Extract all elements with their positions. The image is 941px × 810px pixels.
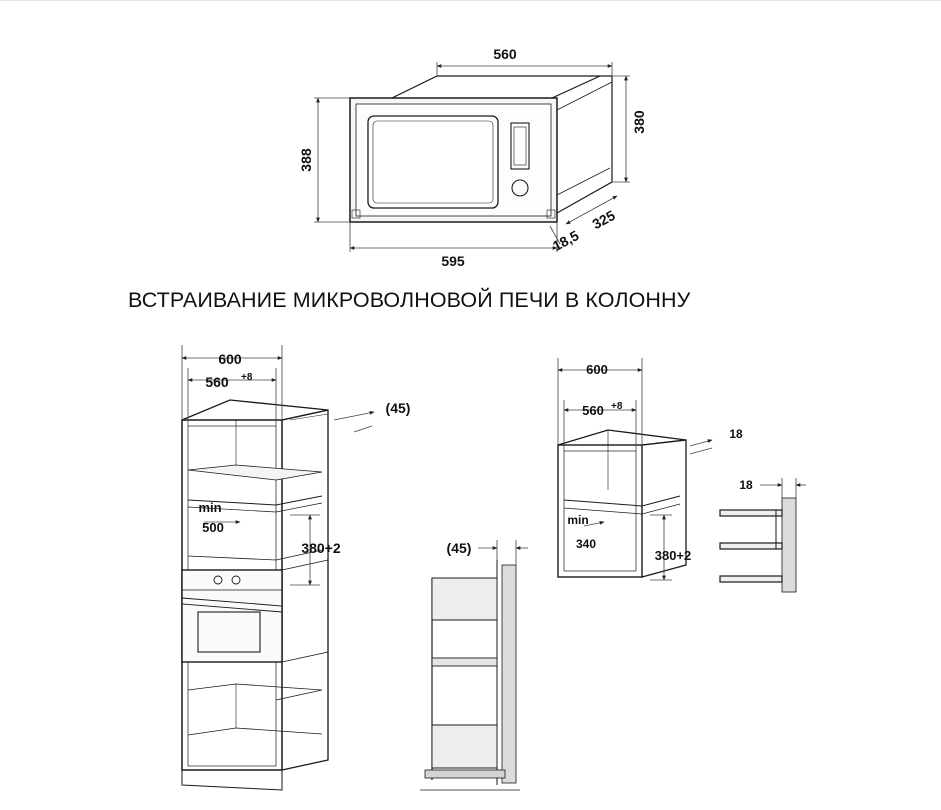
mw-width-bottom: 595 <box>441 253 465 269</box>
sb-panel-thickness: 18 <box>739 478 753 492</box>
microwave-drawing <box>349 75 613 223</box>
tall-column-dimension-lines <box>181 345 375 586</box>
side-bracket-dimension-lines <box>760 478 806 498</box>
tc-width-inner: 560 <box>205 374 229 390</box>
side-section-dimension-lines <box>478 540 528 565</box>
tall-column-drawing <box>181 399 329 791</box>
microwave-dimension-lines <box>314 62 630 252</box>
tc-back-gap: (45) <box>386 400 411 416</box>
mw-height-left: 388 <box>298 148 314 172</box>
mw-height-right: 380 <box>631 110 647 134</box>
tc-width-inner-tol: +8 <box>241 372 253 383</box>
wc-min-value: 340 <box>576 537 596 551</box>
wc-width-outer: 600 <box>586 362 608 377</box>
mw-width-top: 560 <box>493 46 517 62</box>
tc-min-label: min <box>198 500 221 515</box>
section-heading: ВСТРАИВАНИЕ МИКРОВОЛНОВОЙ ПЕЧИ В КОЛОННУ <box>128 288 691 312</box>
wc-width-inner: 560 <box>582 403 604 418</box>
tc-niche-height: 380+2 <box>301 540 341 556</box>
wc-niche-height: 380+2 <box>655 548 692 563</box>
side-section-drawing <box>420 560 520 791</box>
wc-width-inner-tol: +8 <box>611 401 623 412</box>
wall-cabinet-dimension-lines <box>557 358 713 581</box>
wc-panel-thickness: 18 <box>729 427 743 441</box>
ss-back-gap: (45) <box>447 540 472 556</box>
wall-cabinet-drawing <box>557 429 687 578</box>
mw-frame-depth: 18,5 <box>550 227 582 254</box>
tc-min-value: 500 <box>202 520 224 535</box>
mw-depth: 325 <box>590 207 618 232</box>
side-bracket-drawing <box>719 497 797 593</box>
tc-width-outer: 600 <box>218 351 242 367</box>
wc-min-label: min <box>567 513 588 527</box>
top-border <box>0 0 941 1</box>
